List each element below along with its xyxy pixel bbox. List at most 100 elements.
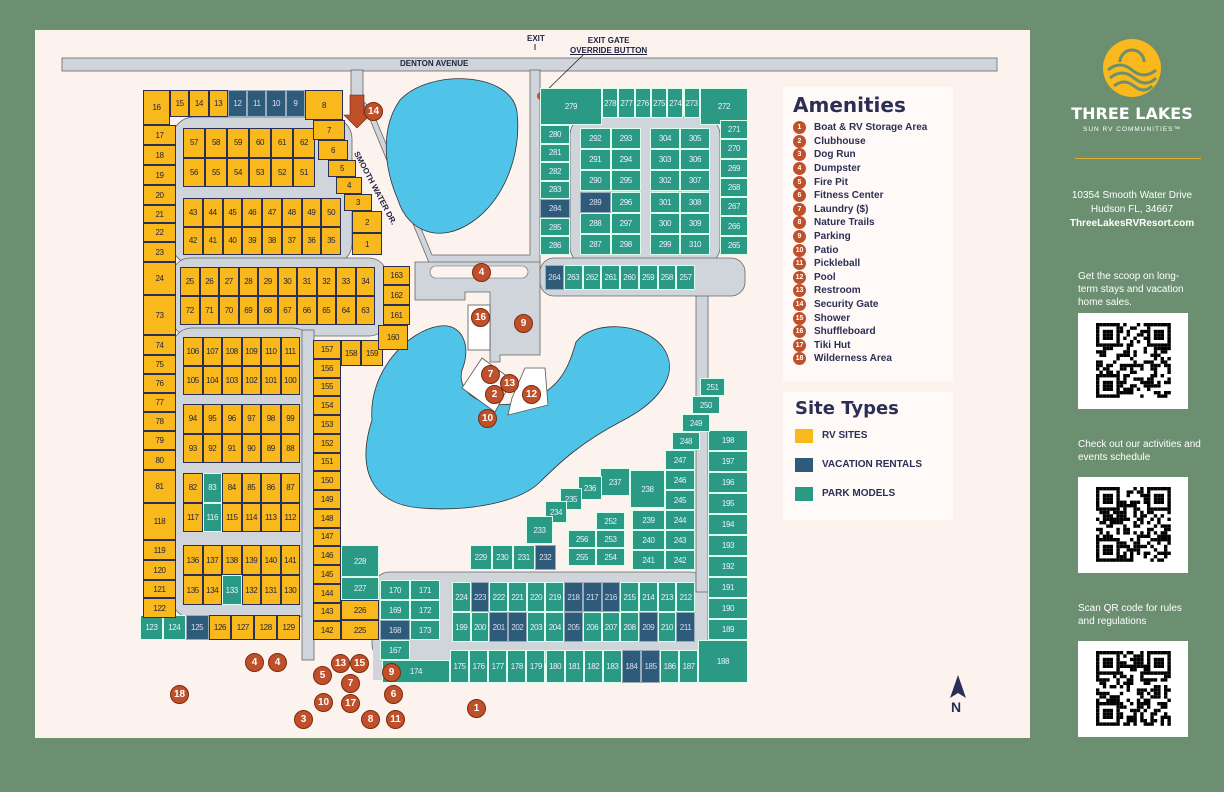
site-126[interactable]: 126 (208, 615, 232, 640)
site-9[interactable]: 9 (285, 90, 305, 117)
site-192[interactable]: 192 (708, 556, 748, 577)
site-223[interactable]: 223 (470, 582, 490, 612)
site-170[interactable]: 170 (380, 580, 410, 600)
site-264[interactable]: 264 (545, 265, 564, 290)
site-43[interactable]: 43 (183, 198, 203, 227)
site-4[interactable]: 4 (336, 177, 362, 194)
site-8[interactable]: 8 (305, 90, 343, 120)
site-88[interactable]: 88 (280, 433, 300, 463)
site-5[interactable]: 5 (328, 160, 356, 177)
site-57[interactable]: 57 (183, 128, 205, 158)
site-95[interactable]: 95 (202, 404, 222, 434)
site-102[interactable]: 102 (241, 366, 261, 395)
site-191[interactable]: 191 (708, 577, 748, 598)
site-60[interactable]: 60 (249, 128, 271, 158)
site-276[interactable]: 276 (634, 88, 651, 118)
site-113[interactable]: 113 (261, 502, 281, 532)
amenity-marker-16[interactable]: 16 (471, 308, 490, 327)
site-300[interactable]: 300 (650, 212, 680, 234)
site-273[interactable]: 273 (683, 88, 700, 118)
site-79[interactable]: 79 (143, 431, 176, 450)
amenity-marker-18[interactable]: 18 (170, 685, 189, 704)
site-154[interactable]: 154 (313, 396, 341, 415)
site-65[interactable]: 65 (316, 296, 336, 325)
site-13[interactable]: 13 (208, 90, 228, 117)
site-33[interactable]: 33 (336, 267, 356, 296)
site-39[interactable]: 39 (242, 226, 262, 255)
site-139[interactable]: 139 (241, 545, 261, 575)
site-124[interactable]: 124 (162, 615, 186, 640)
site-272[interactable]: 272 (700, 88, 748, 125)
qr-code-activities[interactable] (1078, 477, 1188, 573)
site-86[interactable]: 86 (261, 473, 281, 503)
site-227[interactable]: 227 (341, 577, 379, 600)
site-158[interactable]: 158 (341, 340, 361, 366)
site-122[interactable]: 122 (143, 598, 176, 618)
qr-code-rules[interactable] (1078, 641, 1188, 737)
site-271[interactable]: 271 (720, 120, 748, 140)
site-282[interactable]: 282 (540, 162, 570, 181)
site-85[interactable]: 85 (241, 473, 261, 503)
site-91[interactable]: 91 (222, 433, 242, 463)
site-173[interactable]: 173 (410, 620, 440, 640)
site-198[interactable]: 198 (708, 430, 748, 451)
site-298[interactable]: 298 (610, 233, 641, 255)
site-179[interactable]: 179 (526, 650, 546, 683)
site-66[interactable]: 66 (297, 296, 317, 325)
site-23[interactable]: 23 (143, 242, 176, 262)
site-27[interactable]: 27 (219, 267, 239, 296)
site-171[interactable]: 171 (410, 580, 440, 600)
amenity-marker-13[interactable]: 13 (500, 374, 519, 393)
site-70[interactable]: 70 (219, 296, 239, 325)
site-128[interactable]: 128 (254, 615, 278, 640)
site-51[interactable]: 51 (293, 157, 315, 187)
site-31[interactable]: 31 (297, 267, 317, 296)
site-306[interactable]: 306 (680, 149, 710, 171)
site-213[interactable]: 213 (657, 582, 677, 612)
site-12[interactable]: 12 (227, 90, 248, 117)
site-247[interactable]: 247 (665, 450, 695, 470)
site-221[interactable]: 221 (508, 582, 527, 612)
site-206[interactable]: 206 (582, 612, 602, 642)
site-163[interactable]: 163 (383, 266, 410, 285)
site-176[interactable]: 176 (469, 650, 489, 683)
site-220[interactable]: 220 (526, 582, 546, 612)
amenity-marker-3[interactable]: 3 (294, 710, 313, 729)
site-72[interactable]: 72 (180, 296, 200, 325)
site-161[interactable]: 161 (383, 305, 410, 325)
site-38[interactable]: 38 (262, 226, 282, 255)
site-80[interactable]: 80 (143, 450, 176, 470)
site-28[interactable]: 28 (238, 267, 258, 296)
site-184[interactable]: 184 (621, 650, 641, 683)
site-134[interactable]: 134 (202, 575, 222, 605)
site-212[interactable]: 212 (676, 582, 695, 612)
site-93[interactable]: 93 (183, 433, 203, 463)
site-160[interactable]: 160 (378, 325, 408, 350)
site-240[interactable]: 240 (632, 530, 665, 550)
site-90[interactable]: 90 (241, 433, 261, 463)
site-280[interactable]: 280 (540, 125, 570, 144)
site-17[interactable]: 17 (143, 125, 176, 145)
site-197[interactable]: 197 (708, 451, 748, 472)
amenity-marker-12[interactable]: 12 (522, 385, 541, 404)
site-187[interactable]: 187 (679, 650, 699, 683)
site-226[interactable]: 226 (341, 600, 379, 620)
site-245[interactable]: 245 (665, 490, 695, 510)
amenity-marker-11[interactable]: 11 (386, 710, 405, 729)
site-267[interactable]: 267 (720, 197, 748, 217)
site-287[interactable]: 287 (580, 233, 611, 255)
site-266[interactable]: 266 (720, 216, 748, 236)
site-216[interactable]: 216 (601, 582, 621, 612)
site-34[interactable]: 34 (355, 267, 375, 296)
site-228[interactable]: 228 (341, 545, 379, 577)
site-251[interactable]: 251 (700, 378, 725, 396)
site-147[interactable]: 147 (313, 527, 341, 547)
site-260[interactable]: 260 (620, 265, 639, 290)
amenity-marker-9[interactable]: 9 (382, 663, 401, 682)
site-214[interactable]: 214 (638, 582, 658, 612)
site-24[interactable]: 24 (143, 262, 176, 295)
site-156[interactable]: 156 (313, 358, 341, 378)
site-270[interactable]: 270 (720, 139, 748, 159)
site-94[interactable]: 94 (183, 404, 203, 434)
site-26[interactable]: 26 (199, 267, 219, 296)
